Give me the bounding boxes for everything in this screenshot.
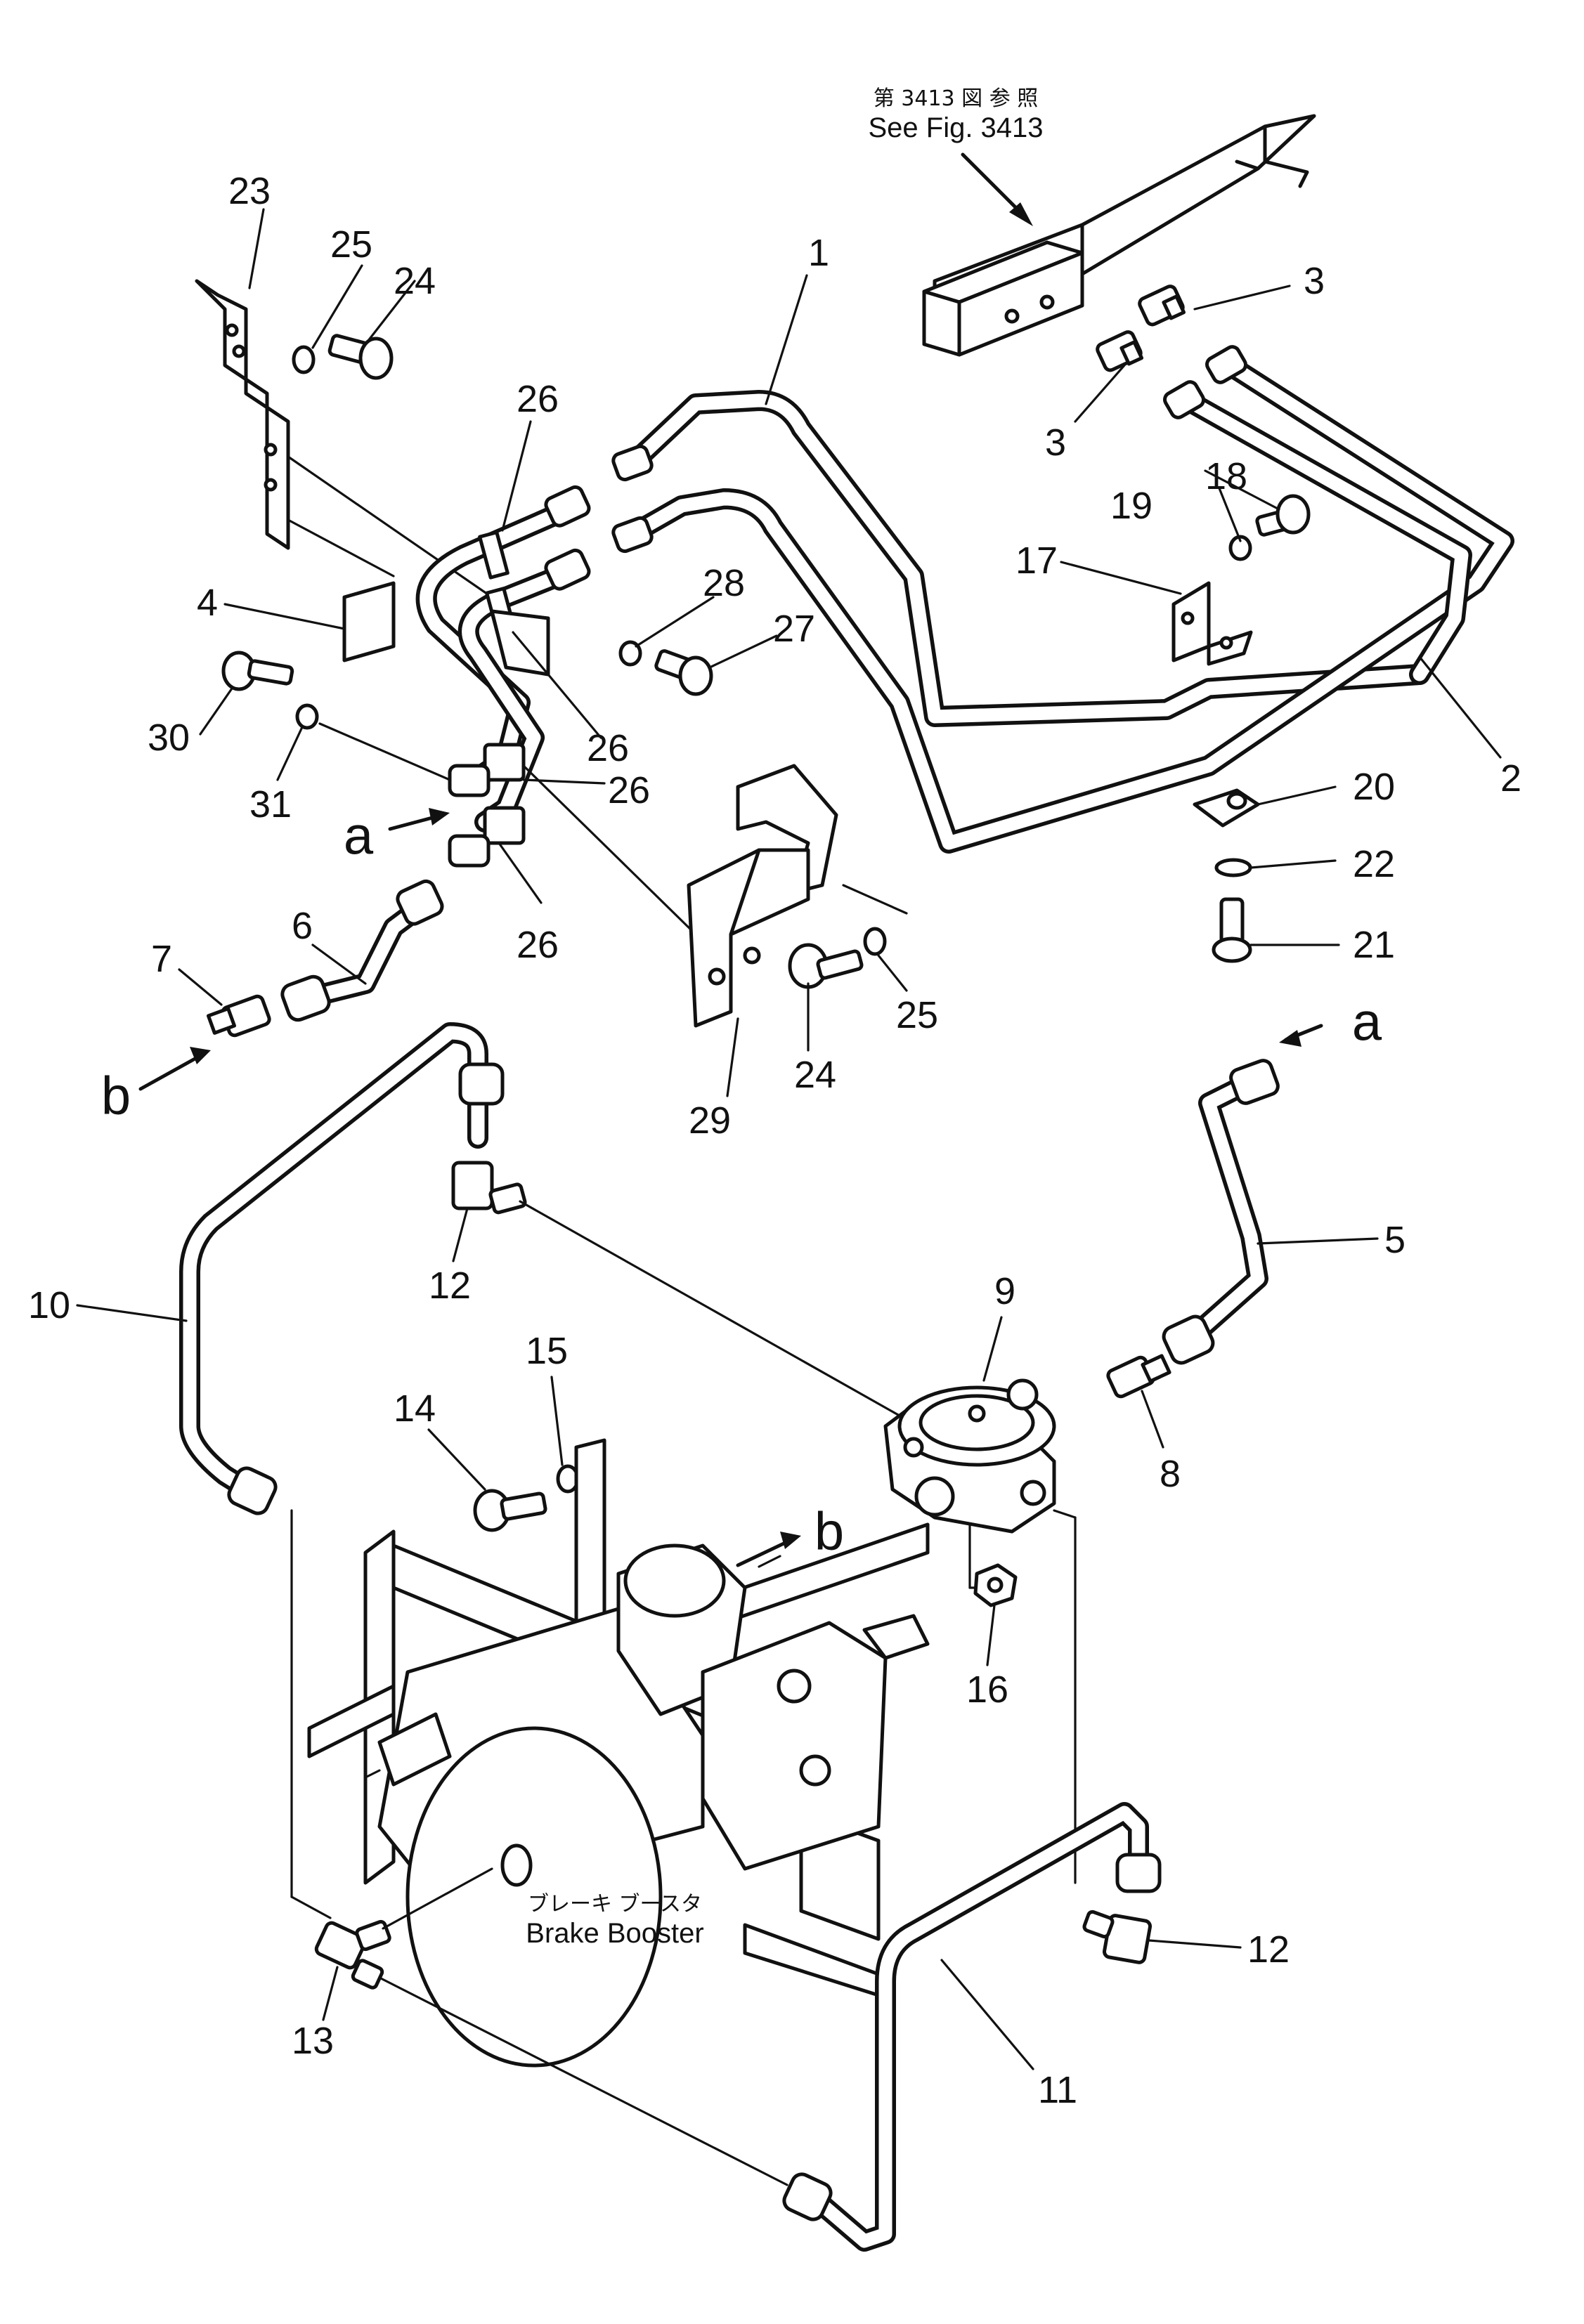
- part-label-28: 28: [703, 562, 745, 604]
- part-label-21: 21: [1353, 924, 1395, 966]
- elbow-12-lower: [1082, 1910, 1153, 1964]
- connector-3-lower: [1096, 330, 1144, 372]
- part-label-6: 6: [292, 905, 313, 947]
- part-label-19: 19: [1110, 485, 1153, 527]
- part-label-30: 30: [148, 717, 190, 759]
- pipe-2: [622, 355, 1514, 854]
- part-label-9: 9: [994, 1270, 1015, 1312]
- part-label-3-lower: 3: [1045, 422, 1066, 464]
- part-label-3-upper: 3: [1304, 260, 1325, 302]
- bracket-29: [687, 764, 908, 1028]
- pipe-2-return: [1177, 390, 1472, 685]
- part-label-4: 4: [197, 582, 218, 624]
- washer-31: [295, 703, 451, 781]
- part-number-labels: 1 2 3 3 4 5 6 7 8 9 10 11 12 12 13 14 15…: [28, 170, 1521, 2111]
- part-label-23: 23: [228, 170, 271, 212]
- washer-28: [618, 640, 642, 667]
- bolt-27: [654, 649, 713, 696]
- bolt-30: [221, 651, 294, 691]
- reference-label-japanese: 第 3413 図 参 照: [874, 86, 1039, 111]
- part-label-5: 5: [1384, 1219, 1406, 1261]
- connection-letter-a-lower: a: [1352, 993, 1382, 1052]
- part-label-11: 11: [1038, 2069, 1077, 2111]
- connection-arrow-a-lower: [1279, 1024, 1323, 1047]
- see-figure-reference: 第 3413 図 参 照 See Fig. 3413: [868, 86, 1044, 226]
- part-label-25-upper: 25: [330, 223, 372, 266]
- tee-13: [314, 1867, 788, 2186]
- part-label-10: 10: [28, 1284, 70, 1326]
- pipe-10: [179, 1022, 505, 1919]
- bolt-14: [473, 1489, 547, 1532]
- connection-arrow-b-upper: [138, 1047, 211, 1091]
- connection-letter-b-lower: b: [814, 1502, 844, 1562]
- connection-letter-a-upper: a: [344, 807, 374, 866]
- part-label-31: 31: [249, 783, 292, 825]
- part-label-26-bottom: 26: [517, 924, 559, 966]
- nut-16: [973, 1563, 1018, 1607]
- bolt-18: [1255, 494, 1311, 537]
- reference-label-english: See Fig. 3413: [868, 112, 1043, 143]
- connector-7: [206, 994, 271, 1038]
- pipe-ends-clamped: [448, 485, 591, 868]
- elbow-12-upper: [451, 1161, 901, 1417]
- pipe-11: [782, 1802, 1162, 2252]
- connection-letters: a b a b: [101, 807, 1382, 1562]
- reference-arrowhead: [1009, 202, 1033, 226]
- pipe-end-nuts: [611, 345, 1247, 554]
- part-label-2: 2: [1500, 757, 1521, 799]
- connection-letter-b-upper: b: [101, 1066, 131, 1126]
- clip-20: [1193, 788, 1260, 828]
- part-label-26-right: 26: [608, 769, 650, 811]
- pipe-6: [280, 879, 444, 1022]
- part-label-25-lower: 25: [896, 994, 938, 1036]
- part-label-1: 1: [808, 232, 829, 274]
- brake-booster-label: ブレーキ ブースタ Brake Booster: [526, 1892, 703, 1949]
- washer-25-upper: [292, 345, 316, 374]
- part-label-7: 7: [151, 938, 172, 980]
- bracket-23: [195, 279, 493, 599]
- part-label-14: 14: [394, 1388, 436, 1430]
- bracket-17: [1171, 581, 1253, 666]
- brake-booster-label-japanese: ブレーキ ブースタ: [528, 1892, 702, 1917]
- part-label-13: 13: [292, 2020, 334, 2062]
- bolt-24-lower: [788, 943, 864, 989]
- part-label-12-lower: 12: [1247, 1928, 1290, 1971]
- part-label-27: 27: [773, 608, 815, 650]
- part-label-17: 17: [1015, 540, 1058, 582]
- part-label-22: 22: [1353, 843, 1395, 885]
- washer-25-lower: [863, 927, 887, 956]
- washer-22: [1214, 858, 1252, 877]
- part-label-24-upper: 24: [394, 260, 436, 302]
- part-label-8: 8: [1160, 1453, 1181, 1495]
- part-label-26-top: 26: [517, 378, 559, 420]
- connection-arrow-b-lower: [736, 1532, 801, 1567]
- part-label-29: 29: [689, 1099, 731, 1142]
- pipe-1: [622, 390, 1430, 727]
- part-label-24-lower: 24: [794, 1054, 836, 1096]
- pipe-5: [1162, 1059, 1280, 1365]
- valve-block: [922, 240, 1084, 357]
- part-label-18: 18: [1205, 455, 1247, 497]
- bolt-24-upper: [327, 334, 394, 380]
- washer-19: [1228, 535, 1252, 561]
- part-label-12-upper: 12: [429, 1265, 471, 1307]
- clip-26-lower: [483, 743, 697, 936]
- bolt-21: [1212, 897, 1252, 963]
- brake-booster-label-english: Brake Booster: [526, 1918, 703, 1949]
- connection-arrow-a-upper: [388, 808, 450, 831]
- clamp-plate-4: [342, 581, 396, 662]
- leader-lines: [76, 208, 1502, 2070]
- part-label-20: 20: [1353, 766, 1395, 808]
- brake-booster: [364, 1543, 930, 2068]
- part-label-15: 15: [526, 1330, 568, 1372]
- part-label-16: 16: [966, 1669, 1008, 1711]
- connector-3-upper: [1138, 285, 1186, 327]
- connector-8: [1106, 1354, 1171, 1399]
- relay-valve-9: [883, 1378, 1077, 1884]
- part-label-26-middle: 26: [587, 727, 629, 769]
